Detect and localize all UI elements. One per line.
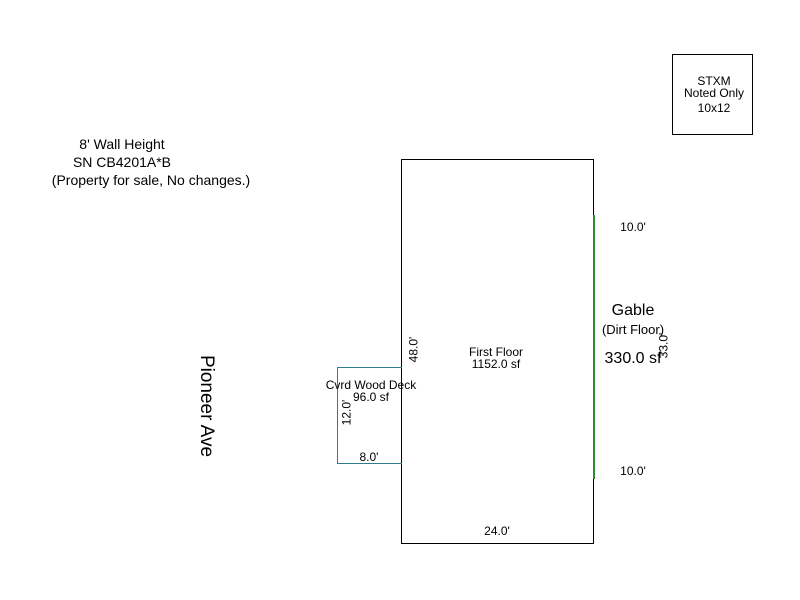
- deck-outline: [337, 367, 402, 464]
- gable-lower-dim: 10.0': [620, 464, 646, 478]
- first-floor-label: First Floor: [469, 345, 523, 359]
- first-floor-width-dim: 24.0': [484, 524, 510, 538]
- gable-area: 330.0 sf: [604, 350, 662, 367]
- gable-upper-dim: 10.0': [620, 220, 646, 234]
- gable-line: [593, 215, 595, 479]
- gable-side-dim: 33.0': [656, 332, 671, 359]
- gable-label: Gable: [611, 302, 655, 319]
- first-floor-area: 1152.0 sf: [471, 357, 521, 371]
- property-status-note: (Property for sale, No changes.): [51, 172, 251, 188]
- outbuilding-box: [672, 54, 753, 135]
- street-label: Pioneer Ave: [196, 354, 217, 458]
- deck-label: Cvrd Wood Deck: [325, 378, 417, 392]
- deck-area: 96.0 sf: [352, 390, 390, 404]
- gable-floor-note: (Dirt Floor): [601, 322, 665, 337]
- first-floor-depth-dim: 48.0': [406, 336, 421, 363]
- outbuilding-code: STXM: [697, 74, 731, 88]
- outbuilding-note: Noted Only: [683, 86, 745, 100]
- deck-depth-dim: 12.0': [339, 399, 354, 426]
- wall-height-note: 8' Wall Height: [79, 136, 165, 152]
- outbuilding-size: 10x12: [697, 101, 731, 115]
- deck-width-dim: 8.0': [359, 450, 379, 464]
- serial-number-note: SN CB4201A*B: [72, 154, 172, 170]
